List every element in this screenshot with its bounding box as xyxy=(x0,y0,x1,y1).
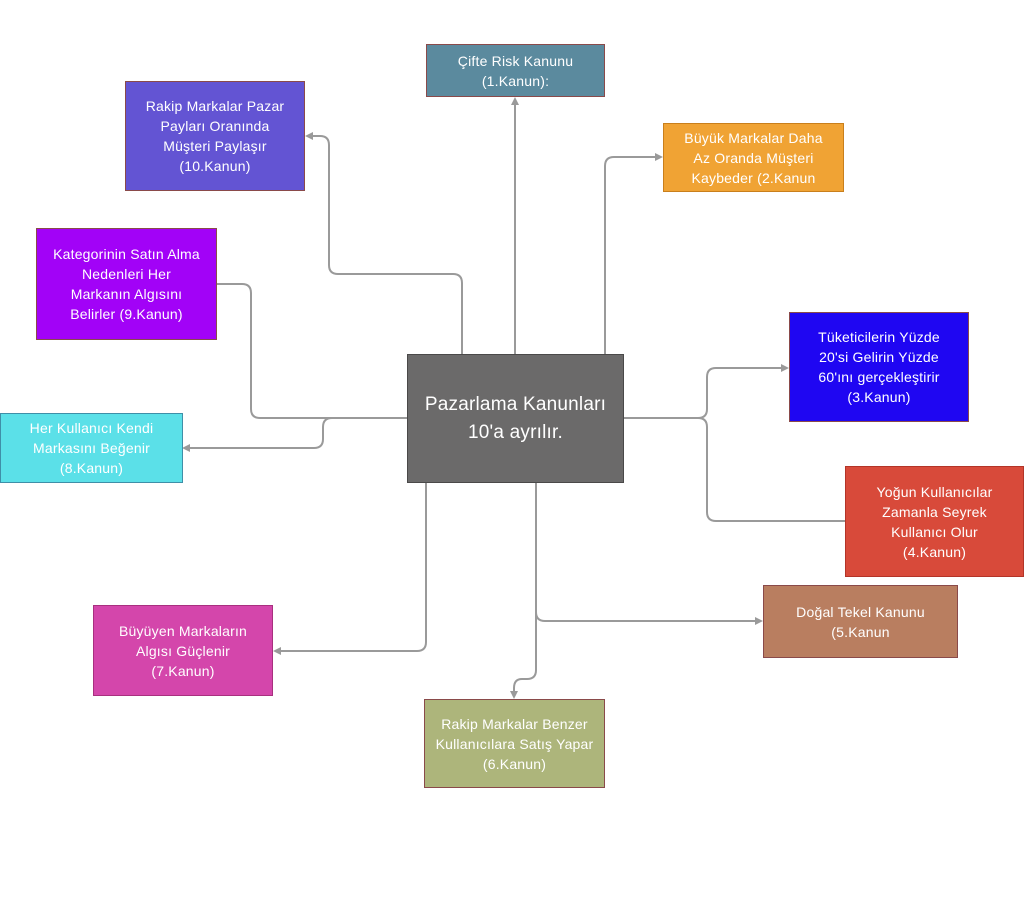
law-3-label: Tüketicilerin Yüzde 20'si Gelirin Yüzde … xyxy=(818,329,940,405)
law-7-label: Büyüyen Markaların Algısı Güçlenir (7.Ka… xyxy=(118,622,248,679)
connector-law-4 xyxy=(697,417,845,522)
connector-law-7 xyxy=(280,483,427,652)
arrow-law-2 xyxy=(655,153,663,161)
law-3-box: Tüketicilerin Yüzde 20'si Gelirin Yüzde … xyxy=(789,312,969,422)
law-7-box: Büyüyen Markaların Algısı Güçlenir (7.Ka… xyxy=(93,605,273,696)
law-8-box: Her Kullanıcı Kendi Markasını Beğenir (8… xyxy=(0,413,183,483)
law-4-box: Yoğun Kullanıcılar Zamanla Seyrek Kullan… xyxy=(845,466,1024,577)
connector-law-2 xyxy=(604,156,656,354)
law-2-label: Büyük Markalar Daha Az Oranda Müşteri Ka… xyxy=(684,129,823,186)
law-8-label: Her Kullanıcı Kendi Markasını Beğenir (8… xyxy=(29,420,154,476)
law-4-label: Yoğun Kullanıcılar Zamanla Seyrek Kullan… xyxy=(876,483,993,560)
law-1-box: Çifte Risk Kanunu (1.Kanun): xyxy=(426,44,605,97)
law-6-label: Rakip Markalar Benzer Kullanıcılara Satı… xyxy=(435,715,594,772)
law-10-label: Rakip Markalar Pazar Payları Oranında Mü… xyxy=(145,98,285,174)
arrow-law-3 xyxy=(781,364,789,372)
connector-law-9 xyxy=(217,283,407,419)
law-9-label: Kategorinin Satın Alma Nedenleri Her Mar… xyxy=(53,246,200,322)
connector-law-5 xyxy=(535,483,756,622)
arrow-law-6 xyxy=(510,691,518,699)
connector-law-3 xyxy=(624,367,782,419)
law-5-label: Doğal Tekel Kanunu (5.Kanun xyxy=(796,603,925,640)
arrow-law-5 xyxy=(755,617,763,625)
connector-law-10 xyxy=(312,135,463,354)
law-1-label: Çifte Risk Kanunu (1.Kanun): xyxy=(457,52,574,89)
central-topic-label: Pazarlama Kanunları 10'a ayrılır. xyxy=(424,393,607,443)
law-2-box: Büyük Markalar Daha Az Oranda Müşteri Ka… xyxy=(663,123,844,192)
arrow-law-10 xyxy=(305,132,313,140)
law-10-box: Rakip Markalar Pazar Payları Oranında Mü… xyxy=(125,81,305,191)
law-5-box: Doğal Tekel Kanunu (5.Kanun xyxy=(763,585,958,658)
connector-law-6 xyxy=(513,483,537,692)
central-topic: Pazarlama Kanunları 10'a ayrılır. xyxy=(407,354,624,483)
connector-law-8 xyxy=(189,417,407,449)
law-9-box: Kategorinin Satın Alma Nedenleri Her Mar… xyxy=(36,228,217,340)
law-6-box: Rakip Markalar Benzer Kullanıcılara Satı… xyxy=(424,699,605,788)
arrow-law-7 xyxy=(273,647,281,655)
arrow-law-1 xyxy=(511,97,519,105)
arrow-law-8 xyxy=(182,444,190,452)
